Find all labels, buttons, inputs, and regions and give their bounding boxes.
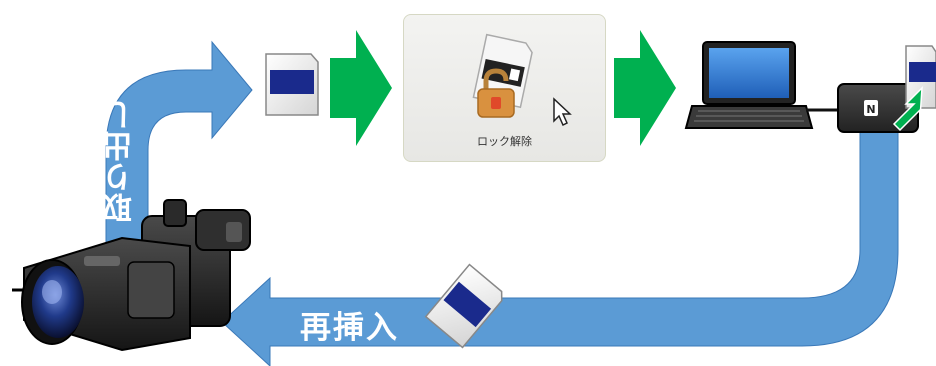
laptop-icon bbox=[684, 41, 814, 129]
reinsert-arrow bbox=[221, 127, 899, 366]
sd-card-icon bbox=[265, 53, 319, 116]
svg-text:N: N bbox=[866, 103, 875, 116]
camcorder-icon bbox=[12, 199, 251, 352]
unlock-padlock-icon bbox=[477, 68, 515, 118]
green-arrow-to-unlock bbox=[330, 30, 392, 146]
unlock-button[interactable]: ロック解除 bbox=[403, 14, 606, 162]
sd-card-in-reader-icon bbox=[905, 45, 936, 109]
reinsert-label: 再挿入 bbox=[300, 309, 399, 346]
green-arrow-to-laptop bbox=[614, 30, 676, 146]
unlock-label: ロック解除 bbox=[477, 135, 532, 148]
unlock-graphic bbox=[472, 33, 572, 127]
eject-arrow bbox=[105, 40, 253, 246]
insert-arrow-icon bbox=[892, 86, 923, 132]
mouse-pointer-icon bbox=[553, 97, 572, 127]
eject-label: 取り出し bbox=[103, 99, 138, 223]
sd-card-reinsert-icon bbox=[424, 263, 503, 349]
